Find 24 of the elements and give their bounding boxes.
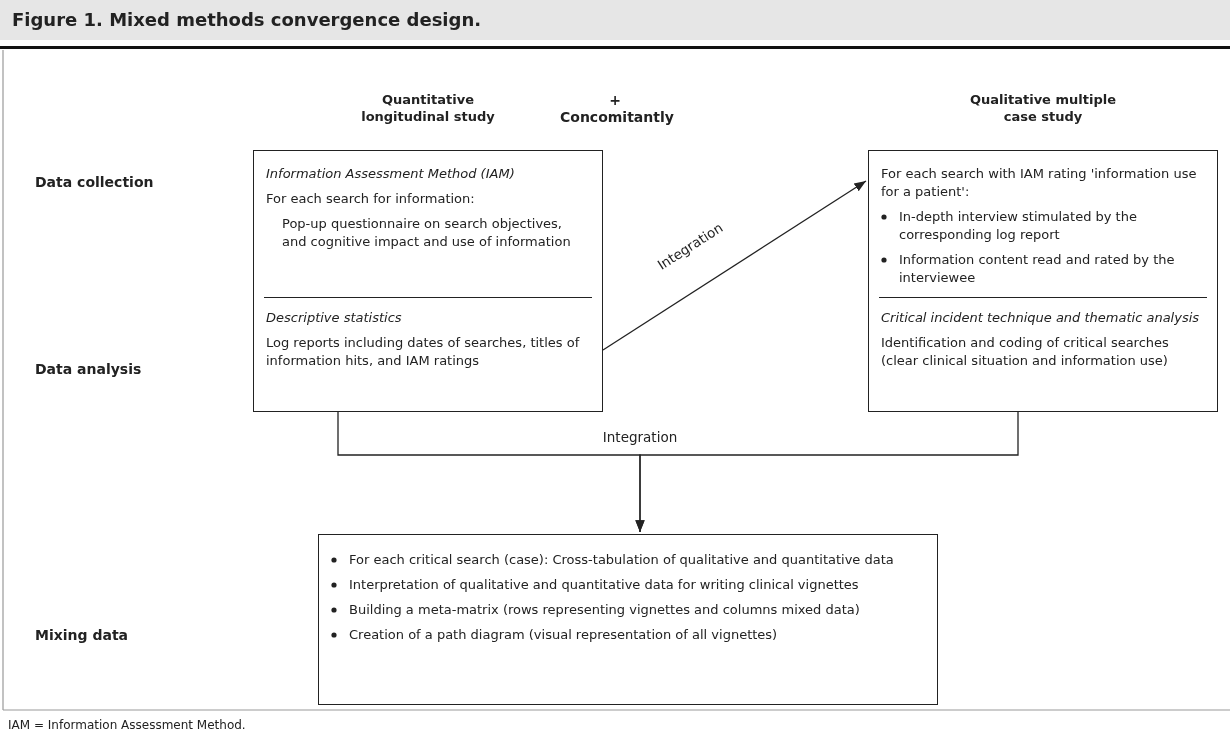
bullet-item: In-depth interview stimulated by the corresponding log report xyxy=(899,208,1138,244)
column-heading: Qualitative multiple case study xyxy=(969,91,1117,125)
body-text: Pop-up questionnaire on search objectives, and cognitive impact and use of information xyxy=(281,215,572,251)
bullet-item: Building a meta-matrix (rows representing vignettes and columns mixed data) xyxy=(349,601,861,619)
figure-title: Figure 1. Mixed methods convergence design. xyxy=(0,0,1230,40)
caption: IAM = Information Assessment Method. xyxy=(8,718,246,732)
body-text: For each search with IAM rating 'information use for a patient': xyxy=(881,165,1198,201)
column-heading: Quantitative longitudinal study xyxy=(360,91,496,125)
arrow xyxy=(602,180,867,351)
row-label: Data analysis xyxy=(35,361,142,377)
mixing-box xyxy=(318,534,938,705)
body-text: Log reports including dates of searches, titles of information hits, and IAM ratings xyxy=(266,334,581,370)
section-heading: Descriptive statistics xyxy=(266,309,403,327)
bullet-item: Interpretation of qualitative and quantitative data for writing clinical vignettes xyxy=(349,576,860,594)
bullet-item: For each critical search (case): Cross-tabulation of qualitative and quantitative data xyxy=(349,551,895,569)
body-text: Identification and coding of critical searches (clear clinical situation and information use) xyxy=(881,334,1170,370)
arrow xyxy=(635,411,1019,533)
bullet-item: Information content read and rated by the interviewee xyxy=(899,251,1176,287)
row-label: Mixing data xyxy=(35,627,129,643)
row-label: Data collection xyxy=(35,174,154,190)
section-heading: Information Assessment Method (IAM) xyxy=(266,165,516,183)
bullet-item: Creation of a path diagram (visual representation of all vignettes) xyxy=(349,626,779,644)
section-heading: Critical incident technique and thematic analysis xyxy=(881,309,1201,327)
body-text: For each search for information: xyxy=(266,190,476,208)
